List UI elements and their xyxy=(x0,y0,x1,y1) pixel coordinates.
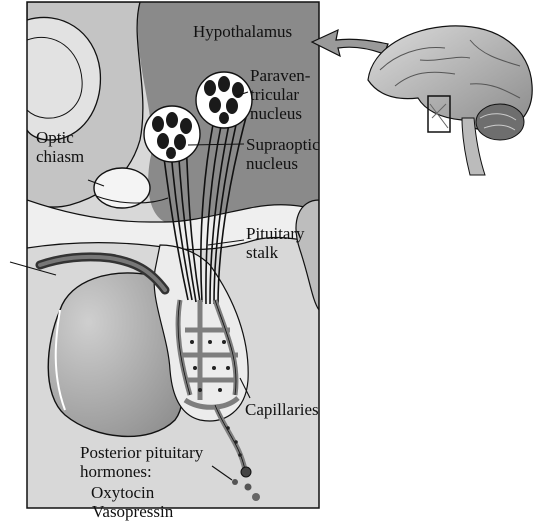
label-supraoptic-nucleus: Supraoptic nucleus xyxy=(246,135,320,173)
label-hypothalamus: Hypothalamus xyxy=(193,22,292,41)
supraoptic-nucleus xyxy=(144,106,200,162)
label-pituitary-stalk: Pituitary stalk xyxy=(246,224,305,262)
label-optic-chiasm: Optic chiasm xyxy=(36,128,84,166)
arrow-icon xyxy=(312,30,388,56)
label-capillaries: Capillaries xyxy=(245,400,319,419)
label-vasopressin: Vasopressin xyxy=(92,502,173,521)
brain-inset-icon xyxy=(368,26,532,175)
label-oxytocin: Oxytocin xyxy=(91,483,154,502)
label-posterior-pituitary-hormones: Posterior pituitary hormones: xyxy=(80,443,203,481)
paraventricular-nucleus xyxy=(196,72,252,128)
label-paraventricular-nucleus: Paraven- tricular nucleus xyxy=(250,66,310,123)
